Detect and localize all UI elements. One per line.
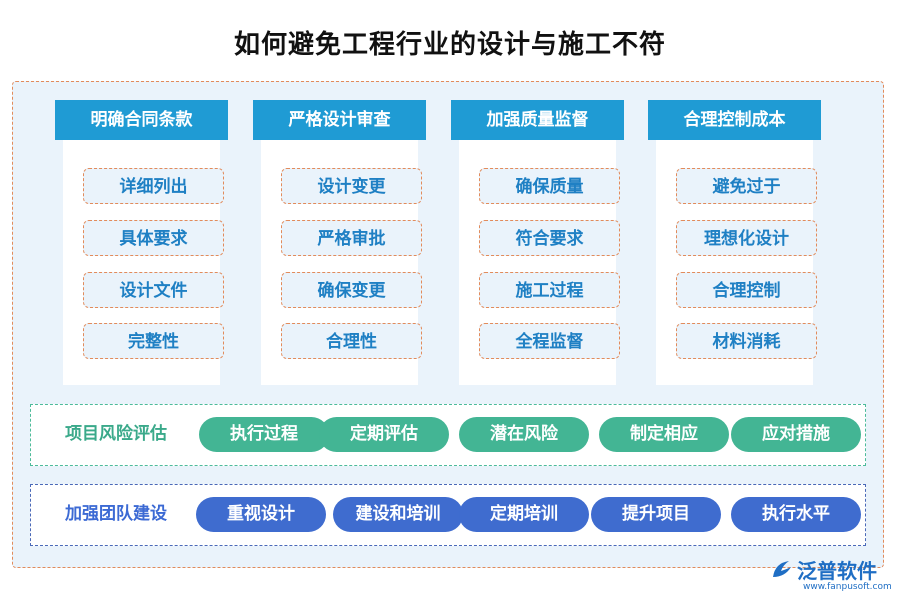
column-item: 施工过程 — [479, 272, 620, 308]
row-pill: 提升项目 — [591, 497, 721, 532]
row-pill: 重视设计 — [196, 497, 326, 532]
column-quality-supervision: 加强质量监督 确保质量 符合要求 施工过程 全程监督 — [451, 100, 624, 385]
row-pill: 定期评估 — [319, 417, 449, 452]
brand-name: 泛普软件 — [797, 559, 877, 583]
row-label: 项目风险评估 — [65, 424, 167, 444]
column-header: 加强质量监督 — [451, 100, 624, 140]
brand-logo: 泛普软件 www.fanpusoft.com — [769, 555, 894, 597]
row-pill: 定期培训 — [459, 497, 589, 532]
row-pill: 执行水平 — [731, 497, 861, 532]
column-item: 符合要求 — [479, 220, 620, 256]
column-item: 避免过于 — [676, 168, 817, 204]
column-header: 合理控制成本 — [648, 100, 821, 140]
row-pill: 执行过程 — [199, 417, 329, 452]
column-item: 设计变更 — [281, 168, 422, 204]
column-item: 严格审批 — [281, 220, 422, 256]
page-title: 如何避免工程行业的设计与施工不符 — [233, 30, 666, 60]
column-item: 理想化设计 — [676, 220, 817, 256]
column-header: 严格设计审查 — [253, 100, 426, 140]
column-item: 确保质量 — [479, 168, 620, 204]
column-item: 合理性 — [281, 323, 422, 359]
row-pill: 建设和培训 — [333, 497, 463, 532]
column-item: 材料消耗 — [676, 323, 817, 359]
row-pill: 潜在风险 — [459, 417, 589, 452]
column-header: 明确合同条款 — [55, 100, 228, 140]
column-contract-terms: 明确合同条款 详细列出 具体要求 设计文件 完整性 — [55, 100, 228, 385]
row-pill: 应对措施 — [731, 417, 861, 452]
brand-logo-icon — [773, 561, 791, 577]
column-design-review: 严格设计审查 设计变更 严格审批 确保变更 合理性 — [253, 100, 426, 385]
team-building-row: 加强团队建设 重视设计 建设和培训 定期培训 提升项目 执行水平 — [30, 484, 866, 546]
column-item: 全程监督 — [479, 323, 620, 359]
column-item: 确保变更 — [281, 272, 422, 308]
risk-assessment-row: 项目风险评估 执行过程 定期评估 潜在风险 制定相应 应对措施 — [30, 404, 866, 466]
row-label: 加强团队建设 — [65, 504, 167, 524]
row-pill: 制定相应 — [599, 417, 729, 452]
column-item: 详细列出 — [83, 168, 224, 204]
column-item: 合理控制 — [676, 272, 817, 308]
column-item: 完整性 — [83, 323, 224, 359]
column-item: 设计文件 — [83, 272, 224, 308]
brand-url: www.fanpusoft.com — [803, 582, 892, 592]
column-item: 具体要求 — [83, 220, 224, 256]
column-cost-control: 合理控制成本 避免过于 理想化设计 合理控制 材料消耗 — [648, 100, 821, 385]
